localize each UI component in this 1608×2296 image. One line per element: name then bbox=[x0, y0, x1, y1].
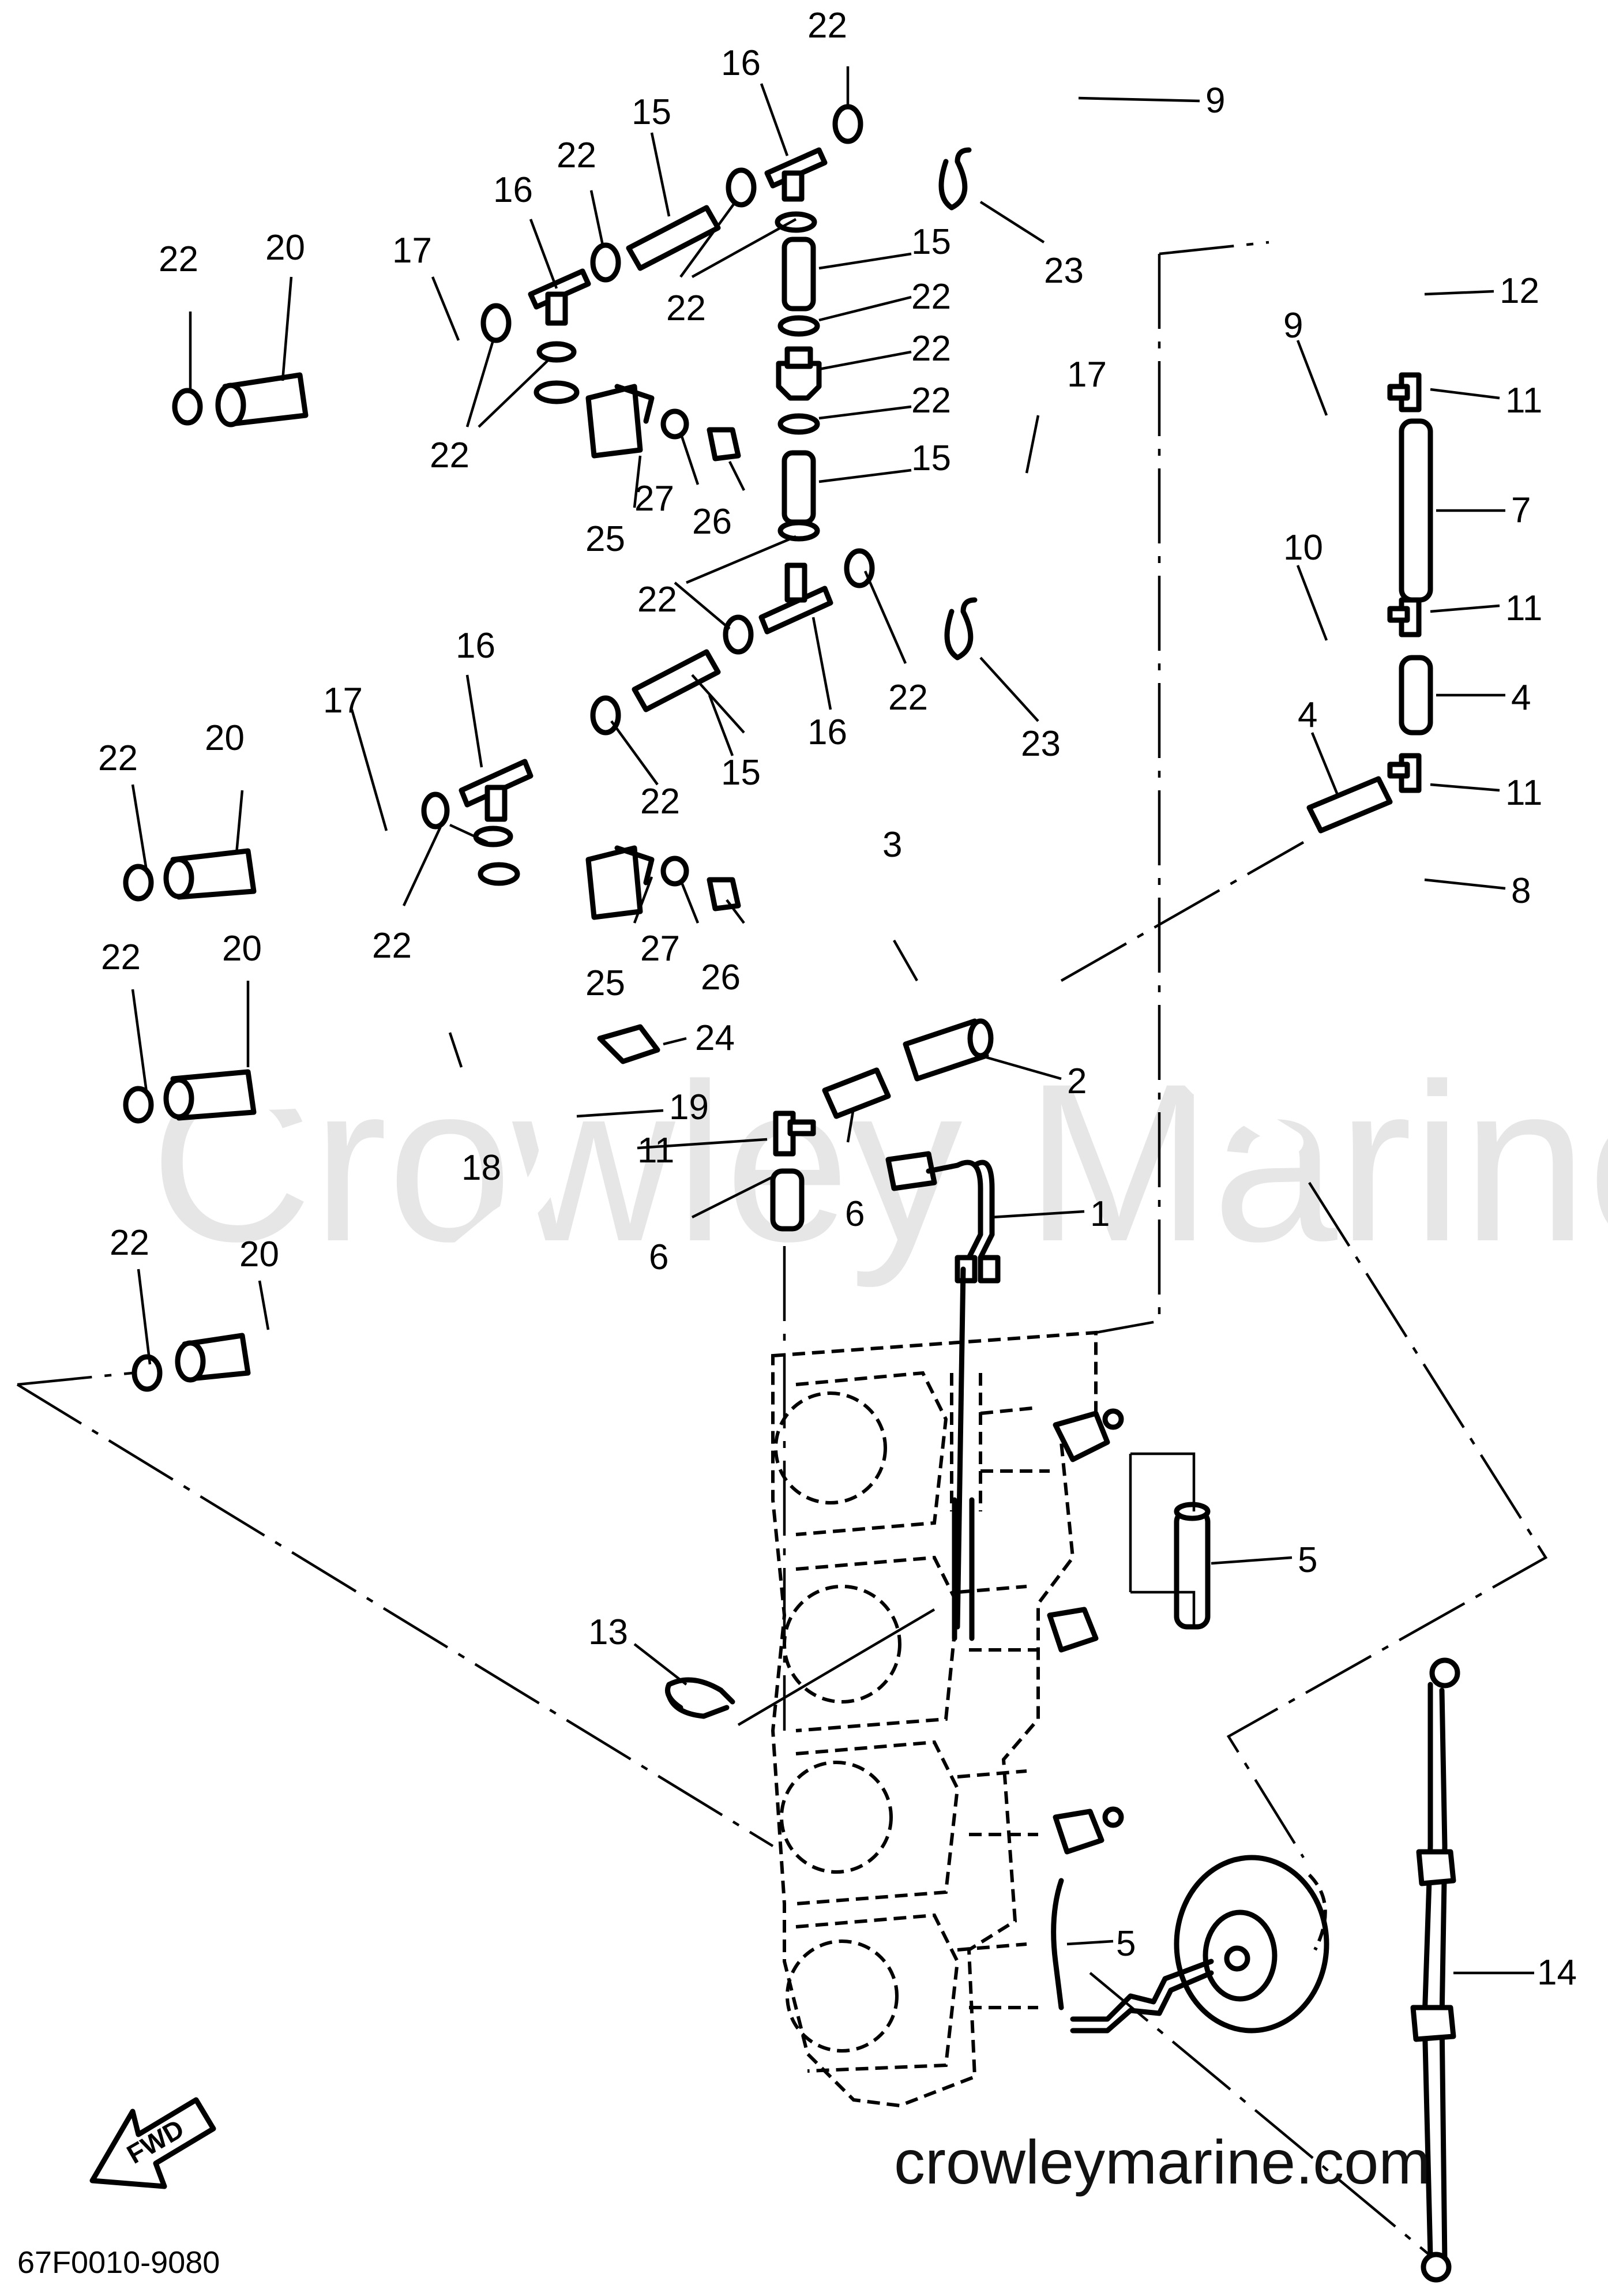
hose-assembly-middle bbox=[123, 502, 1136, 902]
callout-9-top: 9 bbox=[1283, 306, 1303, 346]
callout-23-top: 23 bbox=[1044, 251, 1084, 291]
callout-22-l: 22 bbox=[372, 926, 412, 966]
callout-20-top: 20 bbox=[265, 228, 305, 268]
diaphragm-unit bbox=[1070, 1855, 1329, 2034]
callout-4-b: 4 bbox=[1298, 695, 1317, 735]
callout-10: 14 bbox=[1537, 1953, 1577, 1993]
leader-lines bbox=[131, 66, 1534, 1975]
callout-15-top: 15 bbox=[632, 92, 671, 132]
callout-22-c: 22 bbox=[159, 239, 198, 279]
callout-22-k: 22 bbox=[98, 738, 138, 778]
drawing-code: 67F0010-9080 bbox=[17, 2245, 220, 2280]
callout-15-d: 15 bbox=[721, 753, 761, 793]
hose-assembly-upper bbox=[172, 55, 1094, 661]
callout-5-b: 5 bbox=[1116, 1924, 1136, 1964]
assembly-lines bbox=[16, 241, 1548, 2257]
callout-22-f: 22 bbox=[911, 277, 951, 317]
callout-22-m: 22 bbox=[101, 937, 141, 977]
callout-14: 9 bbox=[1205, 81, 1225, 121]
callout-19: 19 bbox=[669, 1087, 709, 1127]
callout-8: 8 bbox=[1511, 871, 1531, 911]
hose-assembly-lower bbox=[123, 341, 580, 1392]
callout-12: 12 bbox=[1500, 271, 1539, 311]
callout-27-top: 27 bbox=[634, 479, 674, 519]
callout-22-b: 22 bbox=[557, 136, 596, 175]
clamp-13 bbox=[665, 1677, 735, 1719]
callout-22-d: 22 bbox=[430, 436, 469, 475]
callout-11-b: 11 bbox=[1505, 588, 1542, 628]
fwd-arrow-icon: FWD bbox=[89, 2097, 216, 2189]
carburetor-block-outline bbox=[771, 1266, 1124, 2108]
callout-23-mid: 23 bbox=[1021, 724, 1061, 764]
callout-11-a: 11 bbox=[1505, 381, 1542, 421]
callout-4-a: 4 bbox=[1511, 678, 1531, 718]
callout-22-i: 22 bbox=[888, 678, 928, 718]
callout-17-left: 17 bbox=[323, 681, 363, 721]
vent-hoses-right bbox=[1258, 220, 1433, 945]
callout-17-top: 17 bbox=[392, 231, 432, 271]
callout-21: 22 bbox=[911, 329, 951, 369]
callout-1: 1 bbox=[1090, 1194, 1110, 1234]
callout-20-b: 20 bbox=[205, 718, 245, 758]
callout-11-c: 11 bbox=[1505, 773, 1542, 813]
callout-9-b: 10 bbox=[1283, 528, 1323, 568]
callout-22-n: 22 bbox=[110, 1223, 149, 1263]
callout-27-mid: 27 bbox=[640, 929, 680, 969]
callout-20-c: 20 bbox=[222, 929, 262, 969]
callout-24: 24 bbox=[695, 1018, 735, 1058]
callout-6-b: 6 bbox=[649, 1237, 668, 1277]
callout-11-mid: 11 bbox=[637, 1131, 674, 1170]
callout-16-c: 16 bbox=[807, 712, 847, 752]
hose-5 bbox=[1051, 1502, 1211, 2010]
fuel-pump-area bbox=[767, 963, 1303, 1284]
callout-20-d: 20 bbox=[239, 1235, 279, 1274]
callout-18: 18 bbox=[461, 1148, 501, 1188]
callout-26-top: 26 bbox=[692, 502, 732, 542]
callout-3: 3 bbox=[882, 825, 902, 865]
callout-labels: 9 22 16 15 22 16 17 20 22 22 22 15 23 22… bbox=[98, 6, 1577, 1993]
wire-lead-10 bbox=[1410, 1657, 1460, 2283]
callout-2: 2 bbox=[1067, 1061, 1087, 1101]
callout-13: 13 bbox=[588, 1612, 628, 1652]
callout-6-a: 6 bbox=[845, 1194, 865, 1234]
callout-16-top: 16 bbox=[721, 43, 761, 83]
callout-7: 7 bbox=[1511, 490, 1531, 530]
callout-26-mid: 26 bbox=[701, 958, 741, 997]
callout-16-d: 16 bbox=[456, 626, 495, 666]
callout-25-top: 25 bbox=[585, 519, 625, 559]
callout-5-a: 5 bbox=[1298, 1540, 1317, 1580]
callout-16-b: 16 bbox=[493, 170, 533, 210]
watermark-url: crowleymarine.com bbox=[894, 2127, 1430, 2197]
callout-15-c: 15 bbox=[911, 438, 951, 478]
callout-22-e: 22 bbox=[666, 288, 706, 328]
callout-22-g: 22 bbox=[911, 381, 951, 421]
callout-22-top: 22 bbox=[807, 6, 847, 46]
callout-22-j: 22 bbox=[640, 782, 680, 821]
callout-25-mid: 25 bbox=[585, 963, 625, 1003]
callout-15-b: 15 bbox=[911, 222, 951, 262]
callout-22-h: 22 bbox=[637, 580, 677, 620]
callout-17-mid: 17 bbox=[1067, 355, 1107, 395]
clips-and-bolts bbox=[585, 384, 741, 1064]
